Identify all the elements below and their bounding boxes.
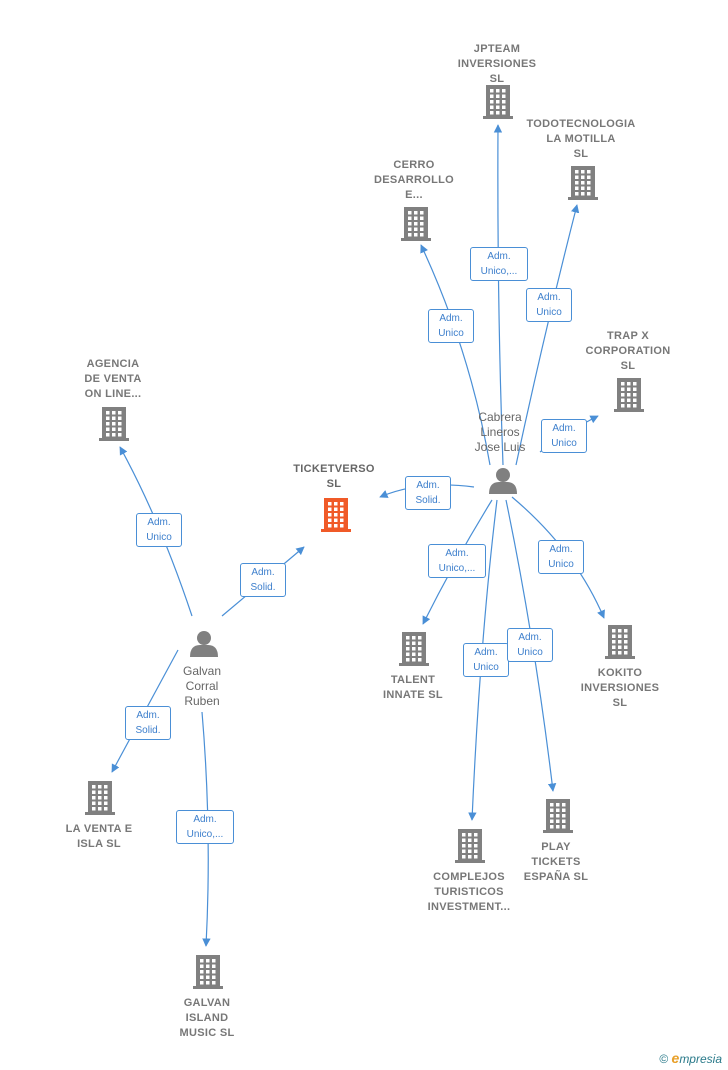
edge-label-cabrera-jpteam[interactable]: Adm. Unico,... <box>470 247 528 281</box>
building-icon[interactable] <box>543 799 573 833</box>
edge-label-galvan-galvanisland[interactable]: Adm. Unico,... <box>176 810 234 844</box>
company-label-trapx[interactable]: TRAP X CORPORATION SL <box>585 330 671 372</box>
footer-brand[interactable]: © empresia <box>659 1050 722 1066</box>
building-icon[interactable] <box>321 498 351 532</box>
edge-cabrera-jpteam <box>493 124 504 466</box>
edge-cabrera-todotecnologia <box>515 204 580 466</box>
edge-label-cabrera-ticketverso[interactable]: Adm. Solid. <box>405 476 451 510</box>
company-label-complejos[interactable]: COMPLEJOS TURISTICOS INVESTMENT... <box>427 871 511 913</box>
company-label-play[interactable]: PLAY TICKETS ESPAÑA SL <box>523 841 589 883</box>
building-icon[interactable] <box>605 625 635 659</box>
building-icon[interactable] <box>568 166 598 200</box>
building-icon[interactable] <box>85 781 115 815</box>
edge-label-cabrera-todotecnologia[interactable]: Adm. Unico <box>526 288 572 322</box>
company-label-agencia[interactable]: AGENCIA DE VENTA ON LINE... <box>84 358 142 400</box>
company-label-galvanisland[interactable]: GALVAN ISLAND MUSIC SL <box>179 997 235 1039</box>
edge-label-cabrera-cerro[interactable]: Adm. Unico <box>428 309 474 343</box>
building-icon[interactable] <box>99 407 129 441</box>
edge-label-cabrera-play[interactable]: Adm. Unico <box>507 628 553 662</box>
edge-label-cabrera-trapx[interactable]: Adm. Unico <box>541 419 587 453</box>
edge-label-cabrera-talent[interactable]: Adm. Unico,... <box>428 544 486 578</box>
person-label-cabrera[interactable]: Cabrera Lineros Jose Luis <box>474 410 526 454</box>
building-icon[interactable] <box>401 207 431 241</box>
person-label-galvan[interactable]: Galvan Corral Ruben <box>182 664 222 708</box>
copyright-symbol: © <box>659 1052 669 1066</box>
building-icon[interactable] <box>455 829 485 863</box>
company-label-cerro[interactable]: CERRO DESARROLLO E... <box>374 159 454 201</box>
company-label-talent[interactable]: TALENT INNATE SL <box>383 674 443 701</box>
edge-label-galvan-ticketverso[interactable]: Adm. Solid. <box>240 563 286 597</box>
person-icon[interactable] <box>190 631 218 657</box>
company-label-jpteam[interactable]: JPTEAM INVERSIONES SL <box>457 43 537 85</box>
building-icon[interactable] <box>614 378 644 412</box>
brand-initial: e <box>671 1050 680 1066</box>
company-label-kokito[interactable]: KOKITO INVERSIONES SL <box>580 667 660 709</box>
edge-cabrera-cerro <box>420 244 491 466</box>
edge-label-cabrera-complejos[interactable]: Adm. Unico <box>463 643 509 677</box>
edge-label-galvan-agencia[interactable]: Adm. Unico <box>136 513 182 547</box>
edge-label-cabrera-kokito[interactable]: Adm. Unico <box>538 540 584 574</box>
building-icon[interactable] <box>483 85 513 119</box>
brand-name: mpresia <box>679 1052 722 1066</box>
building-icon[interactable] <box>193 955 223 989</box>
company-label-todotecnologia[interactable]: TODOTECNOLOGIA LA MOTILLA SL <box>526 118 636 160</box>
edge-label-galvan-laventa[interactable]: Adm. Solid. <box>125 706 171 740</box>
company-label-ticketverso[interactable]: TICKETVERSO SL <box>293 463 375 490</box>
person-icon[interactable] <box>489 468 517 494</box>
building-icon[interactable] <box>399 632 429 666</box>
icons-layer <box>85 85 644 989</box>
company-label-laventa[interactable]: LA VENTA E ISLA SL <box>65 823 133 850</box>
